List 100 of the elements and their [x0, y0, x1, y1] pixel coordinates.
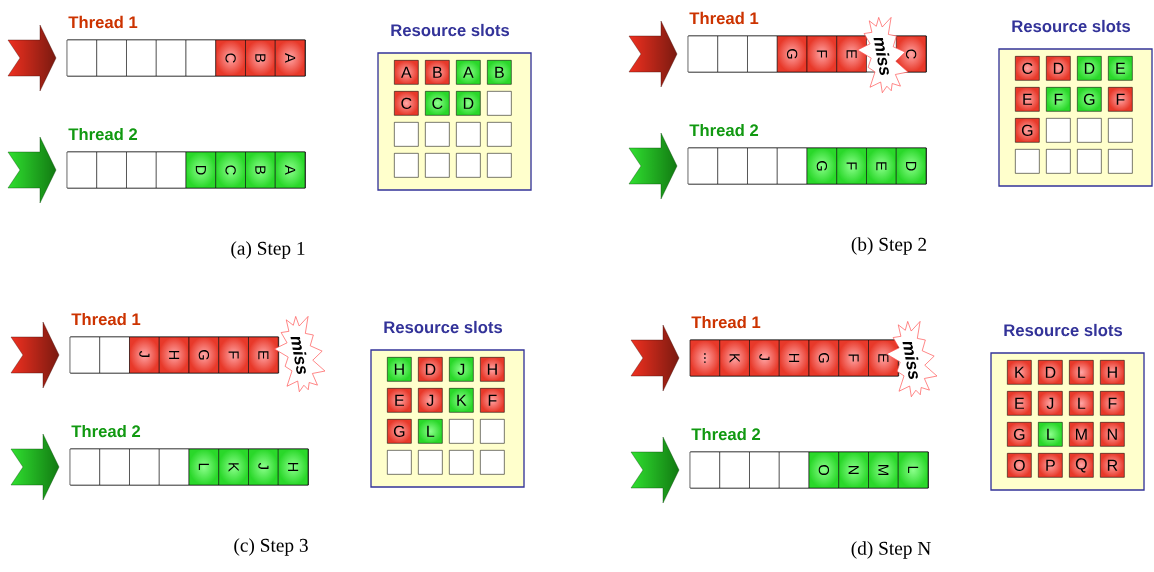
slot-cell	[394, 122, 419, 147]
slot-cell	[1077, 118, 1102, 143]
queue-cell: G	[777, 35, 808, 73]
slot-cell	[425, 122, 450, 147]
queue-cell: A	[275, 39, 306, 77]
slot-cell: D	[418, 357, 443, 382]
thread-title: Thread 1	[691, 315, 761, 329]
slot-cell: C	[394, 91, 419, 116]
queue-cell	[99, 336, 130, 374]
queue-cell: F	[806, 35, 838, 73]
slot-cell	[1046, 118, 1071, 143]
thread-title: Thread 2	[689, 123, 759, 137]
slot-cell: A	[394, 60, 419, 85]
slot-cell	[1015, 149, 1040, 174]
panel-title: Resource slots	[1012, 19, 1131, 33]
caption: (c) Step 3	[234, 538, 308, 556]
slot-cell	[480, 419, 505, 444]
slot-cell: F	[1100, 391, 1125, 416]
panel-title: Resource slots	[391, 23, 510, 37]
queue-cell	[156, 39, 187, 77]
queue-cell	[69, 448, 100, 486]
slot-cell	[394, 153, 419, 178]
queue-cell: C	[215, 39, 246, 77]
queue-cell	[687, 147, 719, 185]
slot-cell: H	[480, 357, 505, 382]
slot-cell: L	[1069, 360, 1094, 385]
slot-cell: N	[1100, 422, 1125, 447]
slot-cell	[456, 153, 481, 178]
queue-cell: A	[275, 151, 306, 189]
queue-cell	[747, 147, 778, 185]
slot-cell	[449, 450, 474, 475]
slot-cell: K	[1007, 360, 1032, 385]
queue-cell	[126, 39, 157, 77]
slot-cell	[1108, 118, 1133, 143]
slot-cell: D	[456, 91, 481, 116]
queue-cell: N	[838, 451, 869, 489]
queue-cell	[129, 448, 160, 486]
slot-cell: Q	[1069, 453, 1094, 478]
slot-cell	[1046, 149, 1071, 174]
slot-cell: D	[1077, 56, 1102, 81]
queue-cell: H	[278, 448, 309, 486]
slot-cell: J	[418, 388, 443, 413]
caption: (d) Step N	[851, 541, 931, 559]
queue-cell: F	[838, 339, 869, 377]
queue-cell: K	[218, 448, 249, 486]
queue-cell: D	[185, 151, 216, 189]
slot-cell: M	[1069, 422, 1094, 447]
slot-cell: B	[425, 60, 450, 85]
slot-cell: L	[1038, 422, 1063, 447]
slot-cell: E	[1015, 87, 1040, 112]
starburst: miss	[274, 316, 326, 393]
slot-cell	[387, 450, 412, 475]
queue-cell: K	[719, 339, 750, 377]
queue-cell: J	[749, 339, 780, 377]
slot-cell: J	[449, 357, 474, 382]
thread-title: Thread 2	[68, 127, 138, 141]
queue-cell	[747, 35, 778, 73]
caption: (a) Step 1	[231, 241, 305, 259]
slot-cell	[449, 419, 474, 444]
slot-cell: L	[1069, 391, 1094, 416]
queue-cell	[689, 451, 721, 489]
slot-cell: E	[387, 388, 412, 413]
queue-cell: E	[866, 147, 897, 185]
slot-cell: A	[456, 60, 481, 85]
queue-cell: G	[808, 339, 840, 377]
slot-cell	[456, 122, 481, 147]
queue-cell: ...	[689, 339, 721, 377]
slot-cell: G	[387, 419, 412, 444]
queue-cell: B	[245, 39, 276, 77]
slot-cell: K	[449, 388, 474, 413]
thread-title: Thread 1	[71, 312, 141, 326]
queue-cell	[159, 448, 190, 486]
queue-cell: G	[188, 336, 219, 374]
slot-cell: R	[1100, 453, 1125, 478]
queue-cell: C	[215, 151, 246, 189]
queue-cell: G	[806, 147, 838, 185]
queue-cell	[156, 151, 187, 189]
slot-cell: E	[1108, 56, 1133, 81]
queue-cell: B	[245, 151, 276, 189]
slot-cell: H	[1100, 360, 1125, 385]
slot-cell	[487, 153, 512, 178]
thread-title: Thread 2	[691, 427, 761, 441]
slot-cell: C	[1015, 56, 1040, 81]
queue-cell	[749, 451, 780, 489]
slot-cell: G	[1007, 422, 1032, 447]
thread-title: Thread 1	[68, 15, 138, 29]
queue-cell	[687, 35, 719, 73]
caption: (b) Step 2	[851, 237, 927, 255]
slot-cell	[1108, 149, 1133, 174]
slot-cell: G	[1015, 118, 1040, 143]
queue-cell	[717, 35, 748, 73]
queue-cell: J	[248, 448, 279, 486]
slot-cell: B	[487, 60, 512, 85]
queue-cell	[96, 151, 127, 189]
panel-title: Resource slots	[384, 320, 503, 334]
slot-cell	[487, 122, 512, 147]
queue-cell: M	[868, 451, 899, 489]
queue-cell: E	[248, 336, 279, 374]
queue-cell	[185, 39, 216, 77]
slot-cell: O	[1007, 453, 1032, 478]
